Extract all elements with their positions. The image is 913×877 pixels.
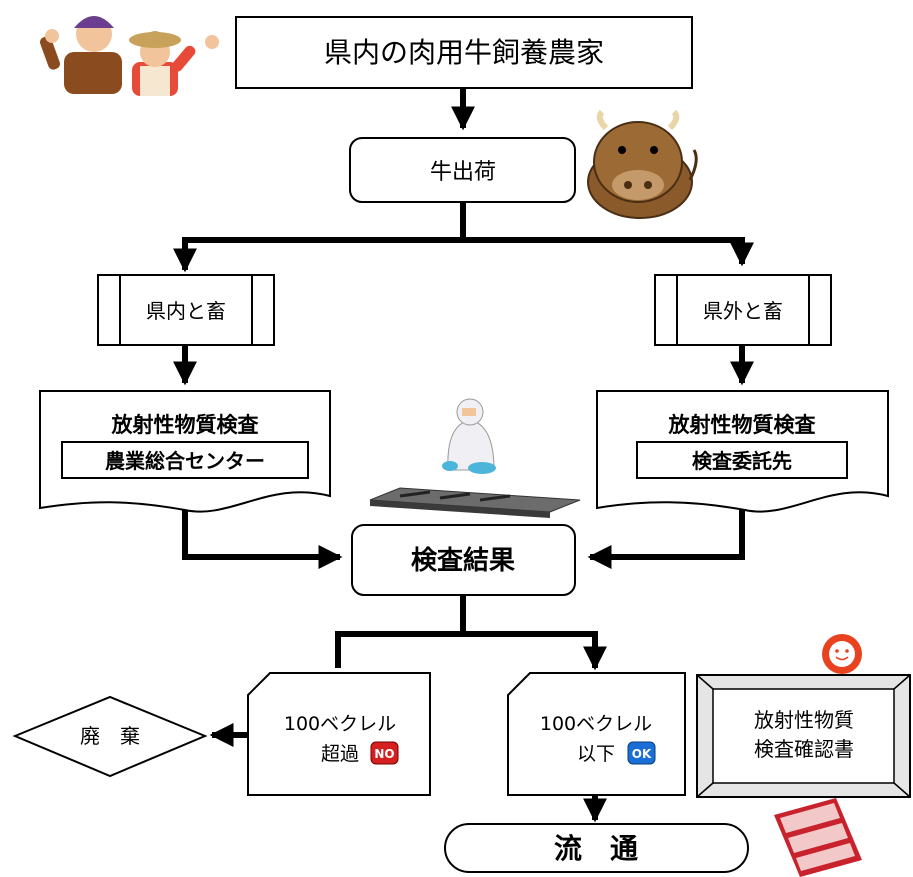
slaughter-out-label: 県外と畜 bbox=[703, 299, 783, 323]
shipment-label: 牛出荷 bbox=[430, 160, 496, 185]
slaughter-out-box bbox=[654, 274, 832, 346]
certificate-line2: 検査確認書 bbox=[754, 737, 854, 761]
svg-text:NO: NO bbox=[374, 747, 394, 761]
over-line1: 100ベクレル bbox=[284, 713, 396, 735]
farm-box bbox=[235, 16, 693, 89]
distribution-label: 流 通 bbox=[554, 832, 638, 865]
farmers-icon bbox=[39, 16, 219, 96]
inspection-right-title: 放射性物質検査 bbox=[668, 413, 816, 437]
inspection-right-sub: 検査委託先 bbox=[692, 449, 792, 473]
inspection-left-subbox bbox=[61, 441, 309, 479]
svg-text:OK: OK bbox=[632, 747, 652, 761]
distribution-box bbox=[444, 823, 749, 873]
result-box bbox=[351, 524, 576, 596]
smiley-flower-icon bbox=[822, 634, 862, 674]
under-line1: 100ベクレル bbox=[540, 713, 652, 735]
slaughter-in-box bbox=[97, 274, 275, 346]
certificate-box bbox=[696, 674, 911, 798]
under-line2: 以下 bbox=[577, 743, 615, 765]
shipment-box bbox=[349, 137, 576, 203]
inspection-right-subbox bbox=[636, 441, 848, 479]
slaughter-in-label: 県内と畜 bbox=[146, 299, 226, 323]
connectors bbox=[173, 88, 754, 823]
inspector-icon bbox=[369, 398, 581, 518]
ok-badge-icon: OK bbox=[627, 741, 656, 765]
dispose-label: 廃 棄 bbox=[80, 724, 140, 748]
over-line2: 超過 bbox=[321, 743, 359, 765]
inspection-left-title: 放射性物質検査 bbox=[111, 413, 259, 437]
inspection-left-sub: 農業総合センター bbox=[105, 449, 265, 473]
certificate-line1: 放射性物質 bbox=[754, 708, 854, 732]
result-label: 検査結果 bbox=[411, 545, 515, 576]
farm-label: 県内の肉用牛飼養農家 bbox=[324, 36, 604, 69]
cow-icon bbox=[587, 109, 698, 219]
dispose-diamond bbox=[12, 695, 208, 778]
no-badge-icon: NO bbox=[370, 741, 399, 765]
beef-icon bbox=[774, 798, 862, 877]
